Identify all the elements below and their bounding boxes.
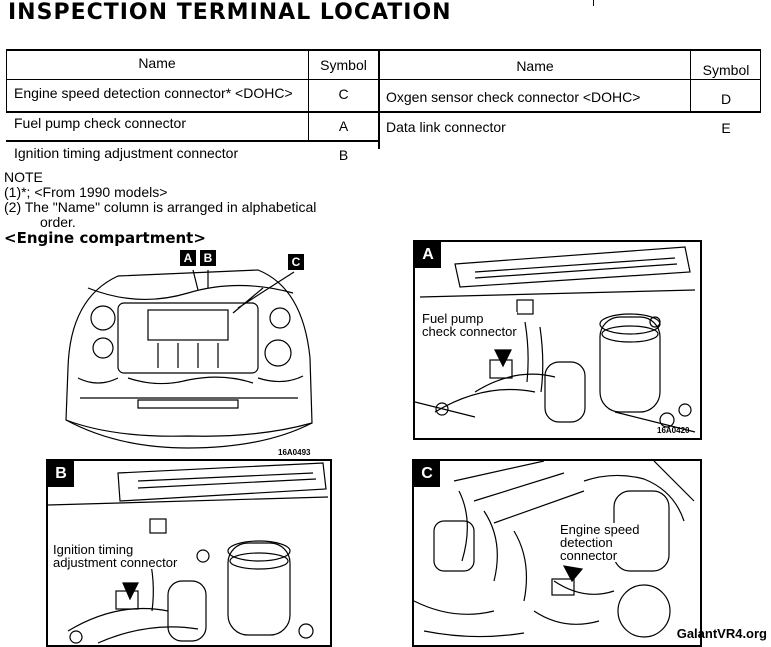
note-line-3: order. xyxy=(40,214,76,230)
note-block: NOTE (1)*; <From 1990 models> (2) The "N… xyxy=(4,170,316,230)
section-label: <Engine compartment> xyxy=(4,229,206,247)
page-title: INSPECTION TERMINAL LOCATION xyxy=(8,0,452,25)
overview-tag-b: B xyxy=(200,250,216,266)
panel-b-callout: Ignition timing adjustment connector xyxy=(53,542,178,570)
panel-c-illustration xyxy=(414,461,695,638)
table-border-left xyxy=(6,49,7,113)
row-name-fuel-pump: Fuel pump check connector xyxy=(14,115,186,131)
overview-tag-c: C xyxy=(288,254,304,270)
panel-b-letter: B xyxy=(48,461,74,487)
row-name-data-link: Data link connector xyxy=(386,119,506,135)
row-symbol-ignition-timing: B xyxy=(338,147,349,163)
row-name-oxygen-sensor: Oxgen sensor check connector <DOHC> xyxy=(386,89,641,105)
footer-watermark: GalantVR4.org xyxy=(676,626,767,641)
panel-a-illustration xyxy=(415,246,696,433)
overview-tag-a: A xyxy=(180,250,196,266)
panel-c: C Engine speed detection connector xyxy=(412,459,702,647)
panel-b-illustration xyxy=(48,462,329,644)
table-col-divider-1 xyxy=(308,49,309,142)
header-name-right: Name xyxy=(516,58,554,74)
note-heading: NOTE xyxy=(4,169,43,185)
panel-c-letter: C xyxy=(414,461,440,487)
header-name-left: Name xyxy=(138,55,176,71)
panel-c-callout: Engine speed detection connector xyxy=(560,522,640,563)
row-symbol-data-link: E xyxy=(721,120,731,136)
table-bottom-left xyxy=(6,140,378,142)
table-col-divider-2 xyxy=(378,49,380,149)
table-col-divider-3 xyxy=(690,49,691,113)
panel-a: A Fuel pump check connector 16A0420 xyxy=(413,240,702,440)
note-line-2: (2) The "Name" column is arranged in alp… xyxy=(4,199,317,215)
tick-mark xyxy=(593,0,594,6)
note-line-1: (1)*; <From 1990 models> xyxy=(4,184,168,200)
row-symbol-oxygen-sensor: D xyxy=(720,91,732,107)
header-symbol-left: Symbol xyxy=(320,57,367,73)
row-name-ignition-timing: Ignition timing adjustment connector xyxy=(14,145,239,161)
table-row-divider xyxy=(6,111,761,113)
engine-overview-illustration xyxy=(65,269,313,449)
row-symbol-engine-speed: C xyxy=(338,86,349,102)
table-border-top xyxy=(6,49,761,51)
table-border-right xyxy=(760,49,761,113)
panel-b: B Ignition timing adjustment connector xyxy=(46,459,332,647)
panel-a-callout: Fuel pump check connector xyxy=(422,311,517,339)
terminal-table: Name Symbol Name Symbol Engine speed det… xyxy=(6,49,761,163)
row-symbol-fuel-pump: A xyxy=(338,118,349,134)
engine-overview-drawing: A B C 16A0493 xyxy=(58,248,320,460)
header-symbol-right: Symbol xyxy=(702,62,750,78)
panel-a-letter: A xyxy=(415,242,441,268)
table-header-divider xyxy=(6,79,761,80)
panel-a-figure-code: 16A0420 xyxy=(657,426,690,435)
overview-figure-code: 16A0493 xyxy=(278,448,311,457)
row-name-engine-speed: Engine speed detection connector* <DOHC> xyxy=(14,85,293,101)
